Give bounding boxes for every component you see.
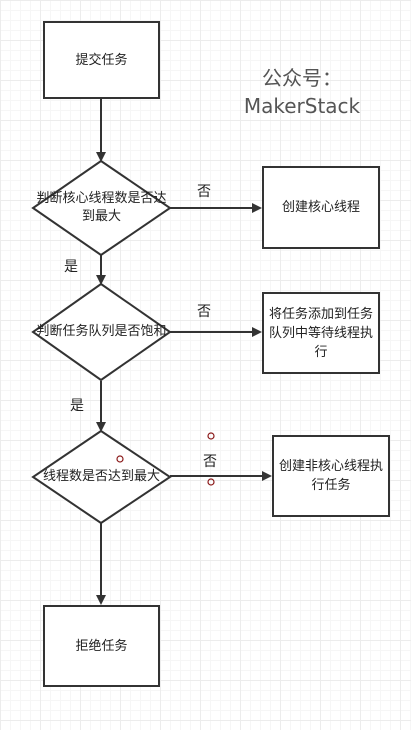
decision-queue-diamond [31, 282, 172, 382]
edge-label-core-no: 否 [197, 184, 211, 200]
selection-handle [116, 455, 124, 463]
decision-core-label: 判断核心线程数是否达到最大 [36, 191, 167, 224]
watermark: 公众号： MakerStack [232, 64, 372, 120]
decision-max-diamond [31, 429, 172, 525]
submit-task-box: 提交任务 [43, 21, 160, 99]
decision-queue-label: 判断任务队列是否饱和 [36, 324, 167, 339]
selection-handle [207, 478, 215, 486]
edge-label-queue-no: 否 [197, 304, 211, 320]
edge-label-core-yes: 是 [64, 259, 78, 275]
decision-max-label: 线程数是否达到最大 [42, 469, 160, 484]
watermark-line2: MakerStack [243, 94, 361, 118]
create-core-thread-box: 创建核心线程 [262, 166, 380, 249]
decision-core-diamond [31, 159, 172, 257]
add-to-queue-box: 将任务添加到任务队列中等待线程执行 [262, 292, 380, 374]
selection-handle [207, 432, 215, 440]
edge-label-queue-yes: 是 [70, 398, 84, 414]
watermark-line1: 公众号： [262, 66, 342, 90]
edge-label-max-no: 否 [203, 454, 217, 470]
reject-task-box: 拒绝任务 [43, 605, 160, 687]
create-noncore-thread-box: 创建非核心线程执行任务 [272, 435, 390, 517]
